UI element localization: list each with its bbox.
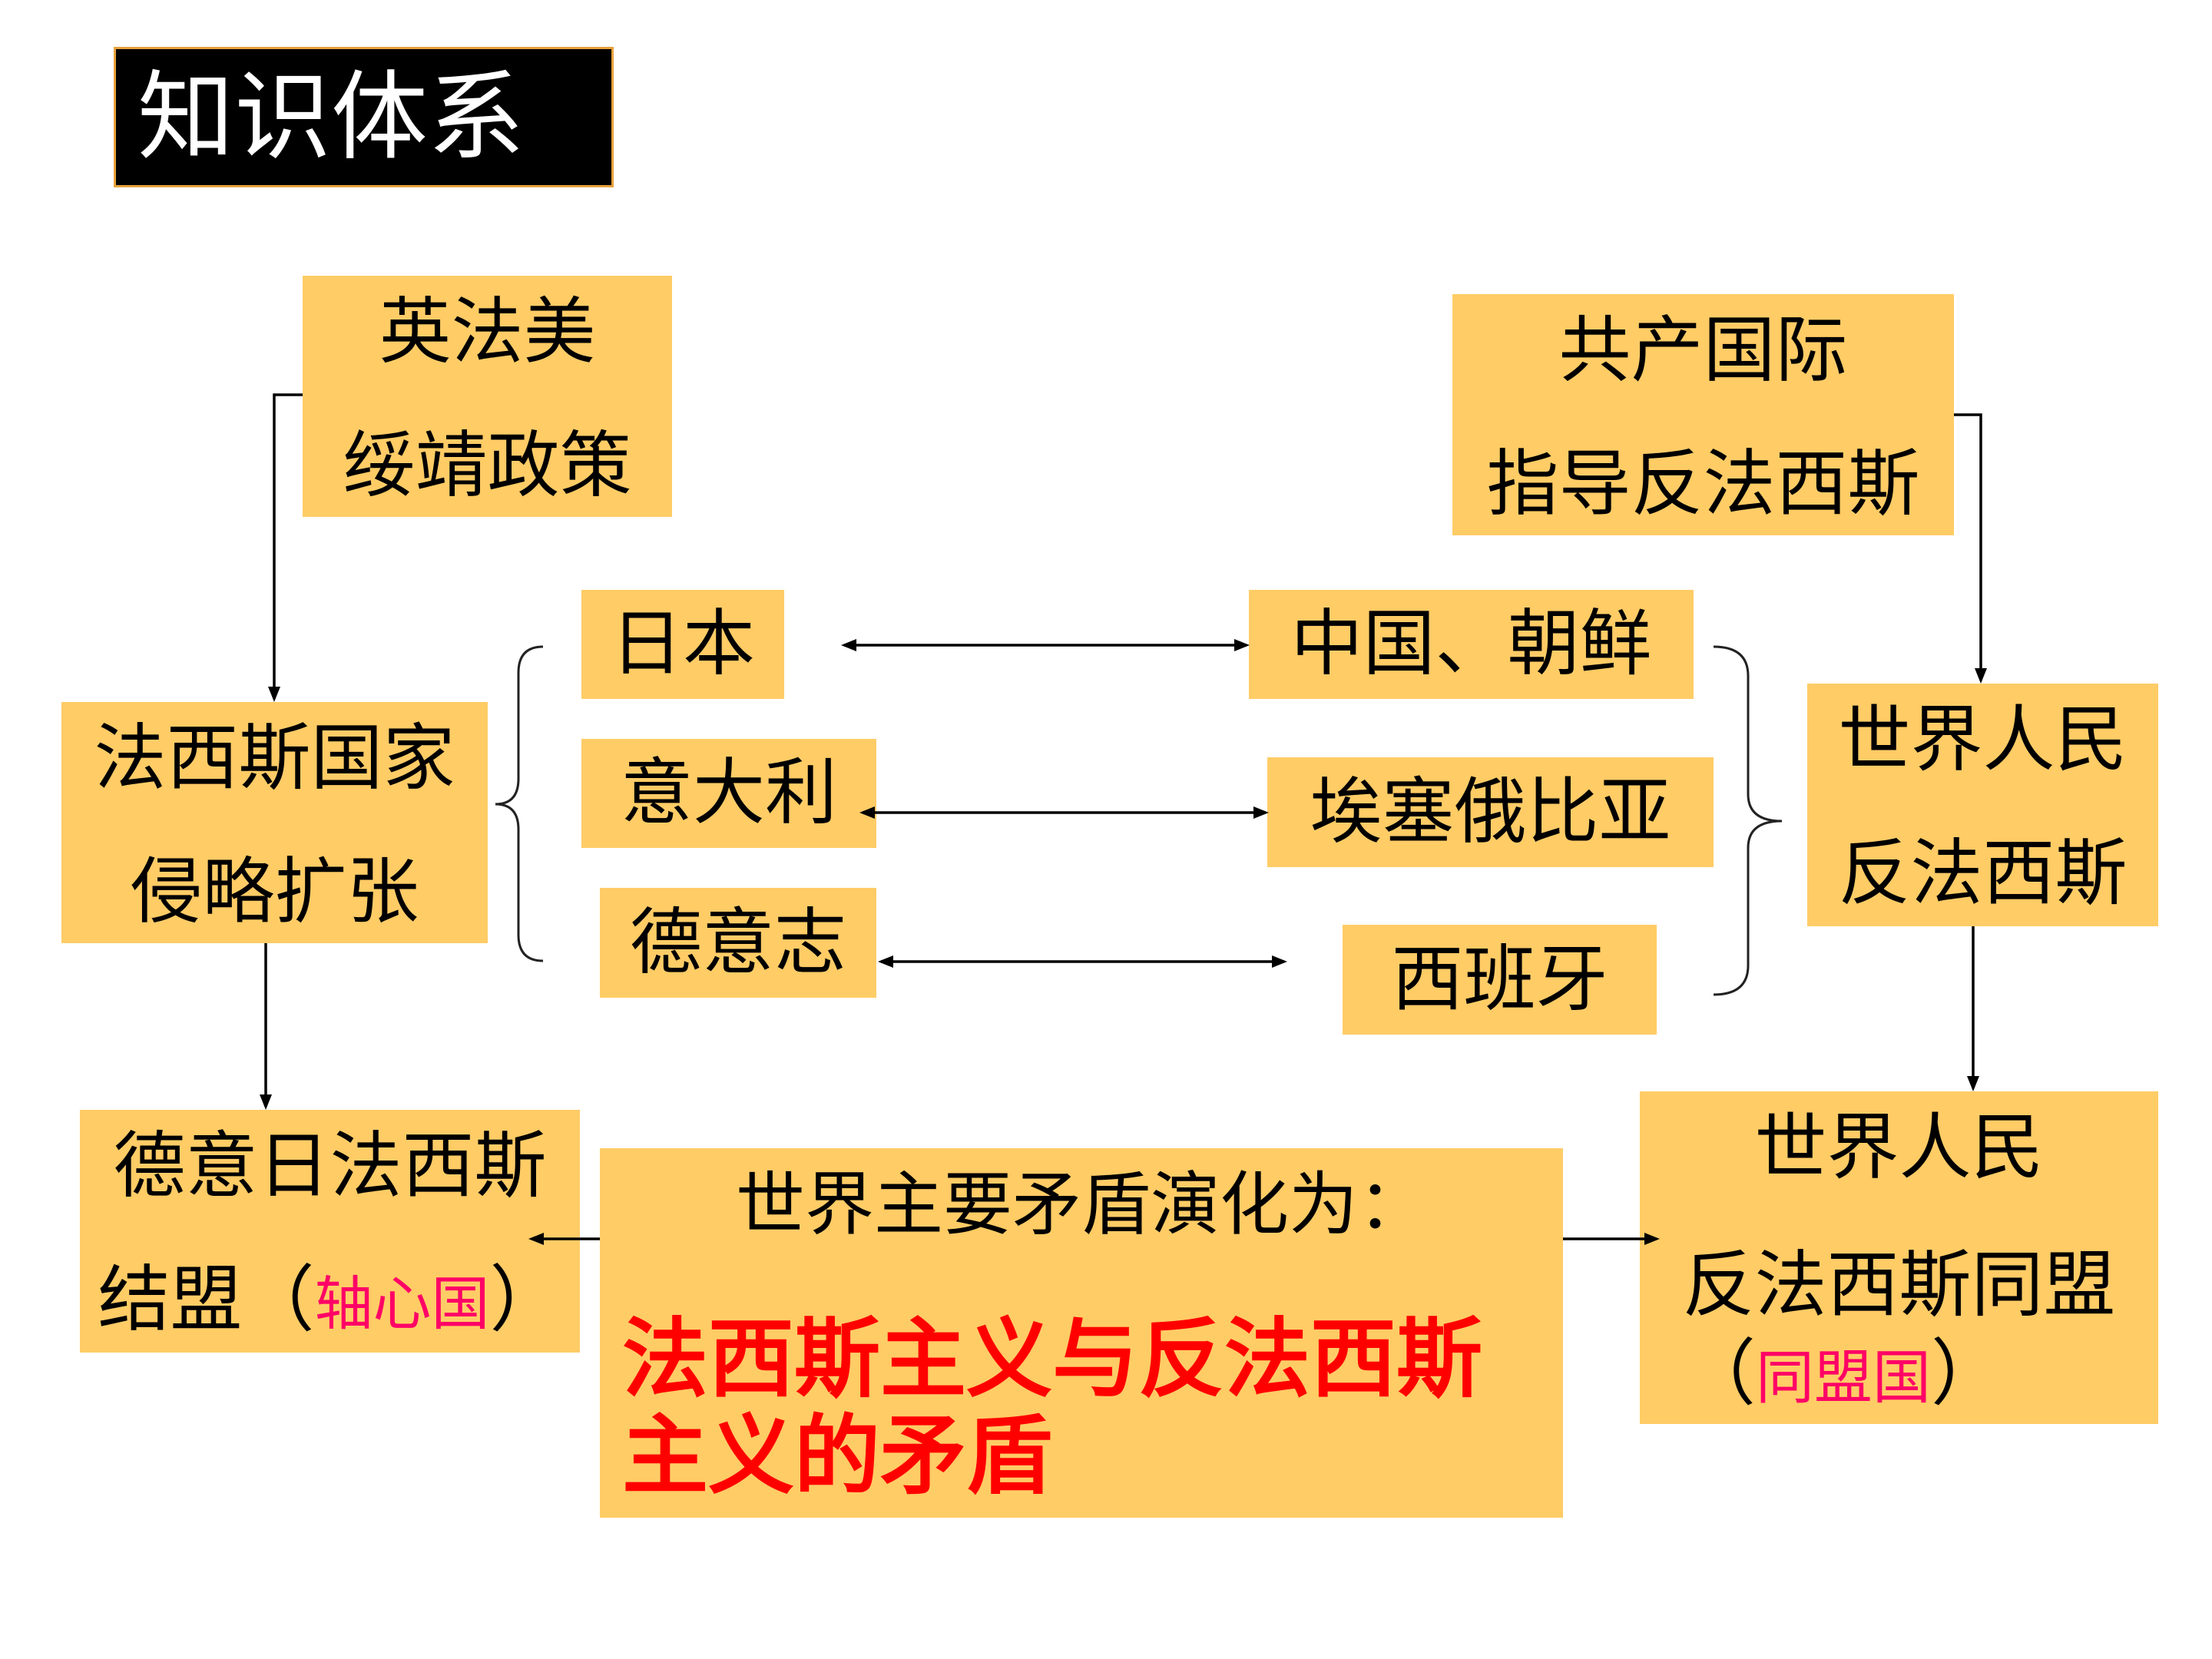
germany-label: 德意志 — [629, 900, 846, 985]
comintern-line-1: 共产国际 — [1558, 309, 1848, 392]
contradiction-highlight: 法西斯主义与反法西斯 主义的矛盾 — [622, 1311, 1482, 1505]
world-people-line-2: 反法西斯 — [1838, 832, 2128, 916]
italy-box: 意大利 — [581, 739, 876, 848]
page-title: 知识体系 — [137, 60, 525, 174]
axis-line-2-suffix: ） — [489, 1258, 562, 1342]
allies-highlight: 同盟国 — [1756, 1343, 1932, 1412]
allies-line-2: 反法西斯同盟 — [1682, 1243, 2116, 1327]
japan-label: 日本 — [610, 602, 755, 686]
allies-line-3: （同盟国） — [1684, 1338, 2003, 1414]
germany-box: 德意志 — [600, 888, 876, 998]
axis-line-2-prefix: 结盟（ — [98, 1258, 315, 1342]
axis-box: 德意日法西斯 结盟（轴心国） — [80, 1110, 580, 1353]
right-brace — [1713, 645, 1783, 996]
allies-box: 世界人民 反法西斯同盟 （同盟国） — [1640, 1091, 2158, 1424]
axis-line-2: 结盟（轴心国） — [80, 1264, 580, 1340]
contradiction-heading: 世界主要矛盾演化为： — [736, 1164, 1427, 1245]
fascist-states-line-2: 侵略扩张 — [130, 850, 419, 934]
italy-label: 意大利 — [620, 751, 837, 835]
world-people-box: 世界人民 反法西斯 — [1807, 684, 2158, 926]
appeasement-line-2: 绥靖政策 — [343, 424, 632, 508]
contradiction-highlight-line-2: 主义的矛盾 — [622, 1406, 1052, 1506]
ethiopia-label: 埃塞俄比亚 — [1310, 770, 1671, 854]
fascist-states-line-1: 法西斯国家 — [94, 717, 455, 800]
allies-line-1: 世界人民 — [1754, 1106, 2044, 1190]
appeasement-box: 英法美 绥靖政策 — [303, 276, 672, 517]
left-brace — [495, 645, 544, 962]
axis-line-1: 德意日法西斯 — [113, 1124, 547, 1208]
title-box: 知识体系 — [114, 47, 614, 187]
china-korea-box: 中国、朝鲜 — [1249, 590, 1694, 699]
japan-box: 日本 — [581, 590, 784, 699]
world-people-line-1: 世界人民 — [1838, 698, 2128, 782]
comintern-box: 共产国际 指导反法西斯 — [1452, 294, 1954, 535]
allies-line-3-suffix: ） — [1931, 1332, 2004, 1416]
connector-comintern-to-world-people — [1954, 413, 1987, 684]
china-korea-label: 中国、朝鲜 — [1290, 602, 1652, 686]
main-contradiction-box: 世界主要矛盾演化为： 法西斯主义与反法西斯 主义的矛盾 — [600, 1148, 1563, 1518]
comintern-line-2: 指导反法西斯 — [1486, 442, 1920, 526]
contradiction-highlight-line-1: 法西斯主义与反法西斯 — [622, 1309, 1482, 1409]
fascist-states-box: 法西斯国家 侵略扩张 — [61, 702, 488, 943]
appeasement-line-1: 英法美 — [379, 290, 596, 374]
axis-highlight: 轴心国 — [314, 1270, 490, 1338]
spain-label: 西班牙 — [1391, 937, 1608, 1022]
allies-line-3-prefix: （ — [1684, 1332, 1757, 1416]
spain-box: 西班牙 — [1343, 925, 1657, 1035]
ethiopia-box: 埃塞俄比亚 — [1267, 757, 1714, 867]
connector-appeasement-to-fascist-states — [268, 393, 303, 702]
